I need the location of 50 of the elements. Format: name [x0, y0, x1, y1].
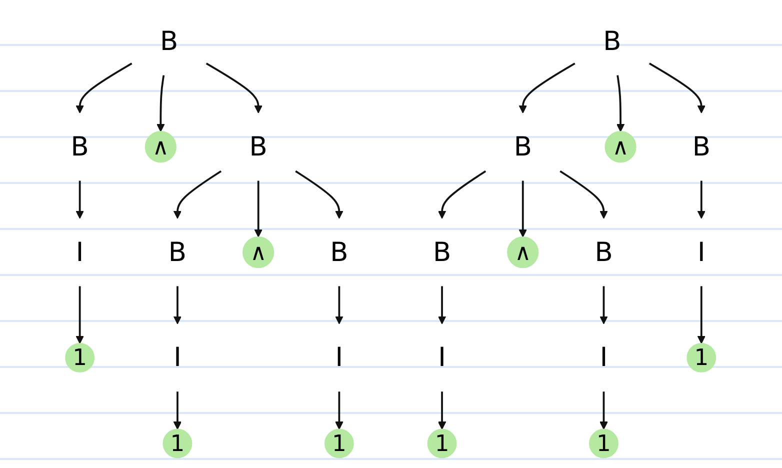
node-text: B	[595, 236, 614, 268]
arrow	[174, 170, 222, 219]
node-text: B	[160, 25, 179, 56]
node-circle: 1	[66, 342, 95, 372]
node-text: B	[330, 236, 349, 268]
node-text: I	[336, 342, 344, 373]
node-circle: 1	[428, 428, 458, 458]
arrow	[254, 180, 263, 238]
node-text: I	[174, 342, 182, 373]
arrow	[698, 286, 706, 344]
arrow	[438, 286, 447, 324]
node-circle: 1	[589, 428, 619, 458]
arrow	[296, 170, 344, 219]
node-text: I	[698, 236, 706, 268]
node-circle: ∧	[507, 236, 540, 268]
arrow	[335, 392, 344, 430]
node-text: B	[433, 236, 452, 268]
arrow	[438, 392, 447, 430]
arrow	[649, 62, 706, 114]
node-circle: 1	[324, 428, 354, 458]
arrow	[174, 286, 182, 324]
arrow	[206, 62, 263, 114]
node-text: B	[71, 130, 90, 162]
arrow	[76, 286, 84, 344]
node-text: B	[168, 236, 187, 268]
node-text: B	[603, 25, 622, 56]
arrow	[560, 170, 608, 219]
arrow	[174, 392, 182, 430]
arrow	[76, 180, 84, 219]
node-text: B	[250, 130, 268, 162]
arrow	[156, 75, 166, 132]
node-text: I	[600, 342, 608, 373]
node-circle: ∧	[145, 131, 177, 163]
arrow	[698, 180, 706, 219]
arrow	[600, 392, 608, 430]
node-text: B	[514, 130, 532, 162]
node-text: I	[76, 236, 84, 268]
arrow	[519, 180, 528, 238]
arrow	[335, 286, 344, 324]
node-text: I	[438, 342, 446, 373]
node-circle: ∧	[605, 131, 637, 163]
arrow	[519, 62, 576, 114]
node-text: B	[692, 130, 711, 162]
arrow	[616, 75, 626, 132]
arrow	[76, 62, 133, 114]
arrow	[438, 170, 486, 219]
node-circle: 1	[163, 428, 193, 458]
node-circle: ∧	[242, 236, 275, 268]
arrow	[600, 286, 608, 324]
node-circle: 1	[687, 342, 716, 372]
